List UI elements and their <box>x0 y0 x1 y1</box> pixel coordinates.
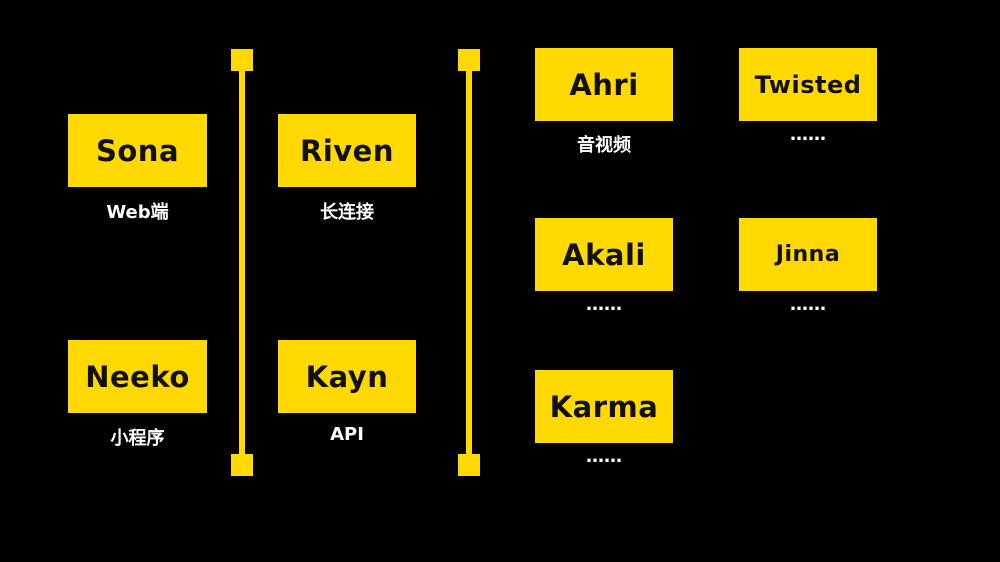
divider-1-bottom-cap <box>231 454 253 476</box>
divider-2-rail <box>466 60 472 465</box>
card-jinna: Jinna <box>739 218 877 291</box>
caption-kayn: API <box>330 424 364 445</box>
caption-sona: Web端 <box>106 202 169 223</box>
divider-1-rail <box>239 60 245 465</box>
caption-jinna: …… <box>790 294 826 315</box>
card-twisted: Twisted <box>739 48 877 121</box>
card-karma: Karma <box>535 370 673 443</box>
caption-twisted: …… <box>790 124 826 145</box>
card-ahri: Ahri <box>535 48 673 121</box>
caption-riven: 长连接 <box>320 202 374 223</box>
caption-ahri: 音视频 <box>577 135 631 156</box>
divider-2-bottom-cap <box>458 454 480 476</box>
card-sona: Sona <box>68 114 207 187</box>
caption-neeko: 小程序 <box>110 428 165 449</box>
card-kayn: Kayn <box>278 340 416 413</box>
card-akali: Akali <box>535 218 673 291</box>
card-neeko: Neeko <box>68 340 207 413</box>
caption-karma: …… <box>586 446 622 467</box>
caption-akali: …… <box>586 294 622 315</box>
card-riven: Riven <box>278 114 416 187</box>
